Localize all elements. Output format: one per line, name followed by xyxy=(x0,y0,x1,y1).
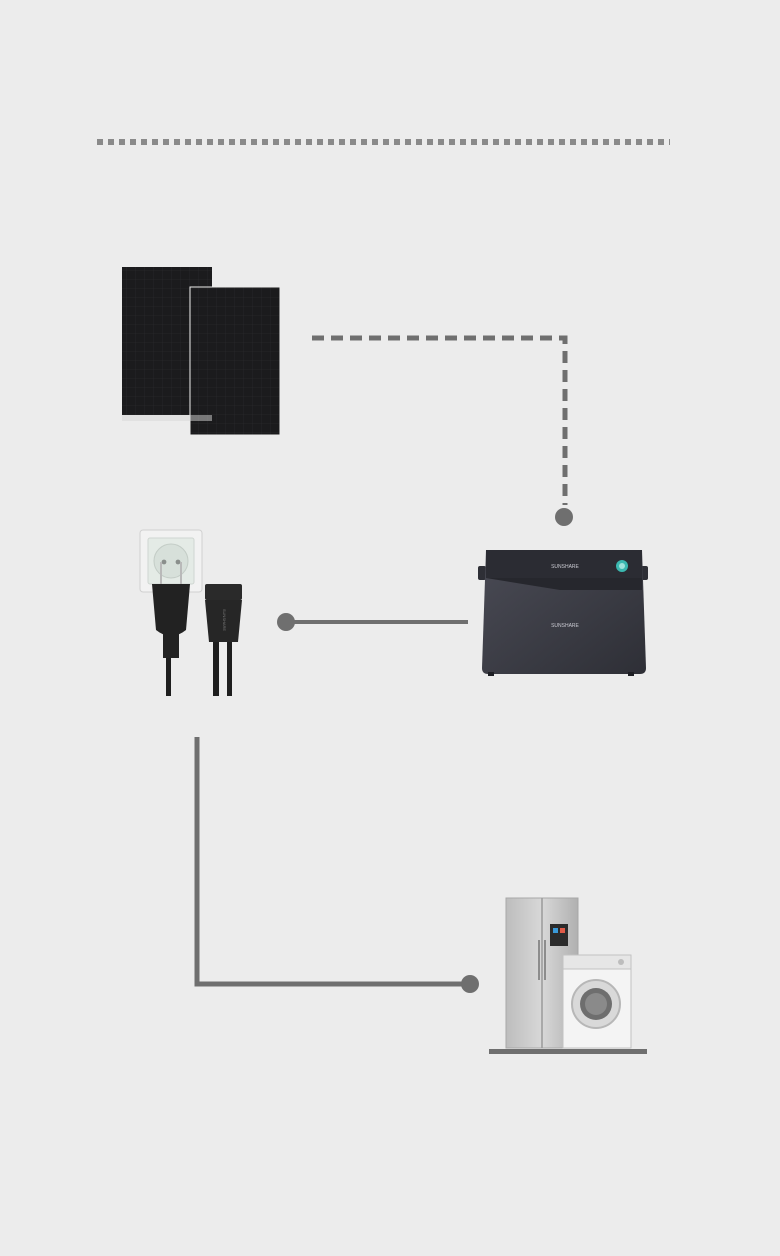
appliances-floor xyxy=(489,1049,647,1054)
plug-to-appliances-connector xyxy=(194,737,470,987)
appliances-node xyxy=(461,975,479,993)
washing-machine-icon xyxy=(562,954,632,1049)
connector-brand-label: SUNSHARE xyxy=(222,609,227,632)
solar-panel-icon xyxy=(122,267,281,436)
battery-top-brand: SUNSHARE xyxy=(551,564,579,570)
battery-input-node xyxy=(555,508,573,526)
wall-socket-plug-icon: SUNSHARE xyxy=(139,529,242,696)
solar-to-battery-connector xyxy=(312,335,568,505)
portable-battery-icon: SUNSHARE SUNSHARE xyxy=(478,550,648,676)
battery-front-brand: SUNSHARE xyxy=(551,623,579,629)
